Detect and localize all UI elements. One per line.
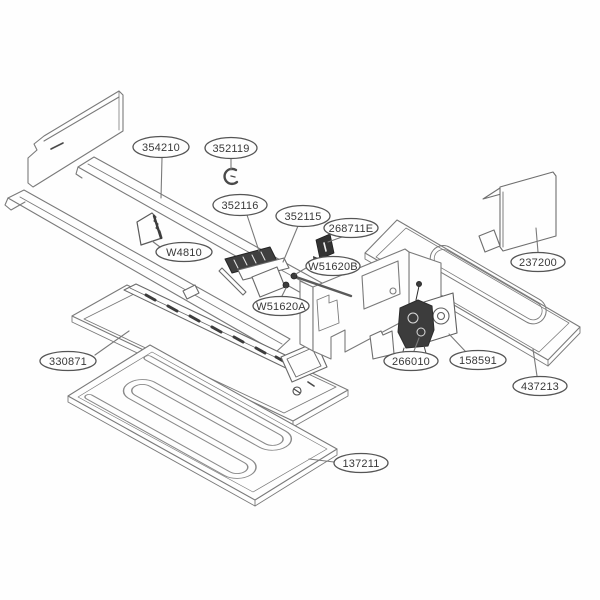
callout-ellipse bbox=[39, 350, 97, 372]
callout-352119: 352119 bbox=[204, 136, 258, 171]
callout-354210: 354210 bbox=[132, 135, 190, 199]
part-number-label: 237200 bbox=[519, 257, 557, 269]
part-number-label: 352116 bbox=[221, 200, 258, 212]
callout-ellipse bbox=[512, 375, 568, 397]
callout-leader bbox=[295, 267, 307, 275]
callout-352115: 352115 bbox=[275, 204, 331, 263]
part-number-label: W51620A bbox=[256, 301, 306, 313]
callout-ellipse bbox=[305, 255, 361, 277]
callout-leader bbox=[94, 330, 130, 356]
callout-158591: 158591 bbox=[448, 333, 507, 371]
motor-assembly bbox=[397, 281, 435, 356]
callout-leader bbox=[308, 458, 335, 463]
slot-rail bbox=[123, 283, 303, 371]
callout-ellipse bbox=[510, 251, 566, 273]
callout-ellipse bbox=[132, 135, 190, 159]
part-number-label: 437213 bbox=[521, 381, 559, 393]
callout-437213: 437213 bbox=[512, 348, 568, 397]
part-number-label: 354210 bbox=[142, 142, 180, 154]
callout-leader bbox=[282, 225, 299, 263]
callout-ellipse bbox=[204, 136, 258, 160]
callout-leader bbox=[160, 157, 163, 199]
callout-ellipse bbox=[252, 295, 310, 317]
callout-ellipse bbox=[383, 350, 439, 372]
callout-leader bbox=[246, 214, 260, 252]
latch-assembly bbox=[218, 246, 353, 298]
callout-leader bbox=[532, 348, 538, 377]
small-cover bbox=[369, 330, 395, 360]
spacer-plate bbox=[315, 233, 335, 260]
callout-ellipse bbox=[275, 204, 331, 228]
damper-wedge bbox=[136, 212, 163, 246]
callout-W51620A: W51620A bbox=[252, 287, 310, 317]
callout-leader bbox=[413, 337, 420, 352]
callout-leader bbox=[535, 227, 539, 253]
callout-268711E: 268711E bbox=[323, 217, 379, 243]
duct-bracket bbox=[478, 171, 557, 253]
callout-ellipse bbox=[212, 193, 268, 217]
part-number-label: W4810 bbox=[166, 247, 202, 259]
callout-ellipse bbox=[323, 217, 379, 239]
part-number-label: 137211 bbox=[342, 458, 379, 470]
callout-352116: 352116 bbox=[212, 193, 268, 252]
part-number-label: 158591 bbox=[459, 355, 497, 367]
callout-leader bbox=[281, 287, 287, 297]
serpentine-element bbox=[84, 355, 293, 479]
callout-137211: 137211 bbox=[308, 452, 389, 474]
callout-266010: 266010 bbox=[383, 337, 439, 372]
callout-leader bbox=[448, 333, 467, 353]
callout-ellipse bbox=[449, 349, 507, 371]
part-number-label: 352115 bbox=[284, 211, 321, 223]
part-number-label: 268711E bbox=[329, 223, 374, 235]
callout-237200: 237200 bbox=[510, 227, 566, 273]
callout-W4810: W4810 bbox=[151, 240, 213, 263]
part-number-label: 266010 bbox=[392, 356, 430, 368]
callouts: 354210 352119 352116 352115 268711E W51620B W5… bbox=[39, 135, 568, 474]
callout-ellipse bbox=[155, 241, 213, 263]
callout-330871: 330871 bbox=[39, 330, 130, 372]
part-number-label: 352119 bbox=[212, 143, 249, 155]
callout-W51620B: W51620B bbox=[295, 255, 361, 277]
callout-leader bbox=[151, 240, 161, 248]
callout-ellipse bbox=[333, 452, 389, 474]
c-clip bbox=[223, 167, 239, 186]
lower-rail bbox=[4, 189, 291, 353]
part-number-label: W51620B bbox=[308, 261, 358, 273]
part-number-label: 330871 bbox=[49, 356, 87, 368]
back-panel bbox=[27, 90, 124, 188]
callout-leader bbox=[327, 236, 343, 243]
